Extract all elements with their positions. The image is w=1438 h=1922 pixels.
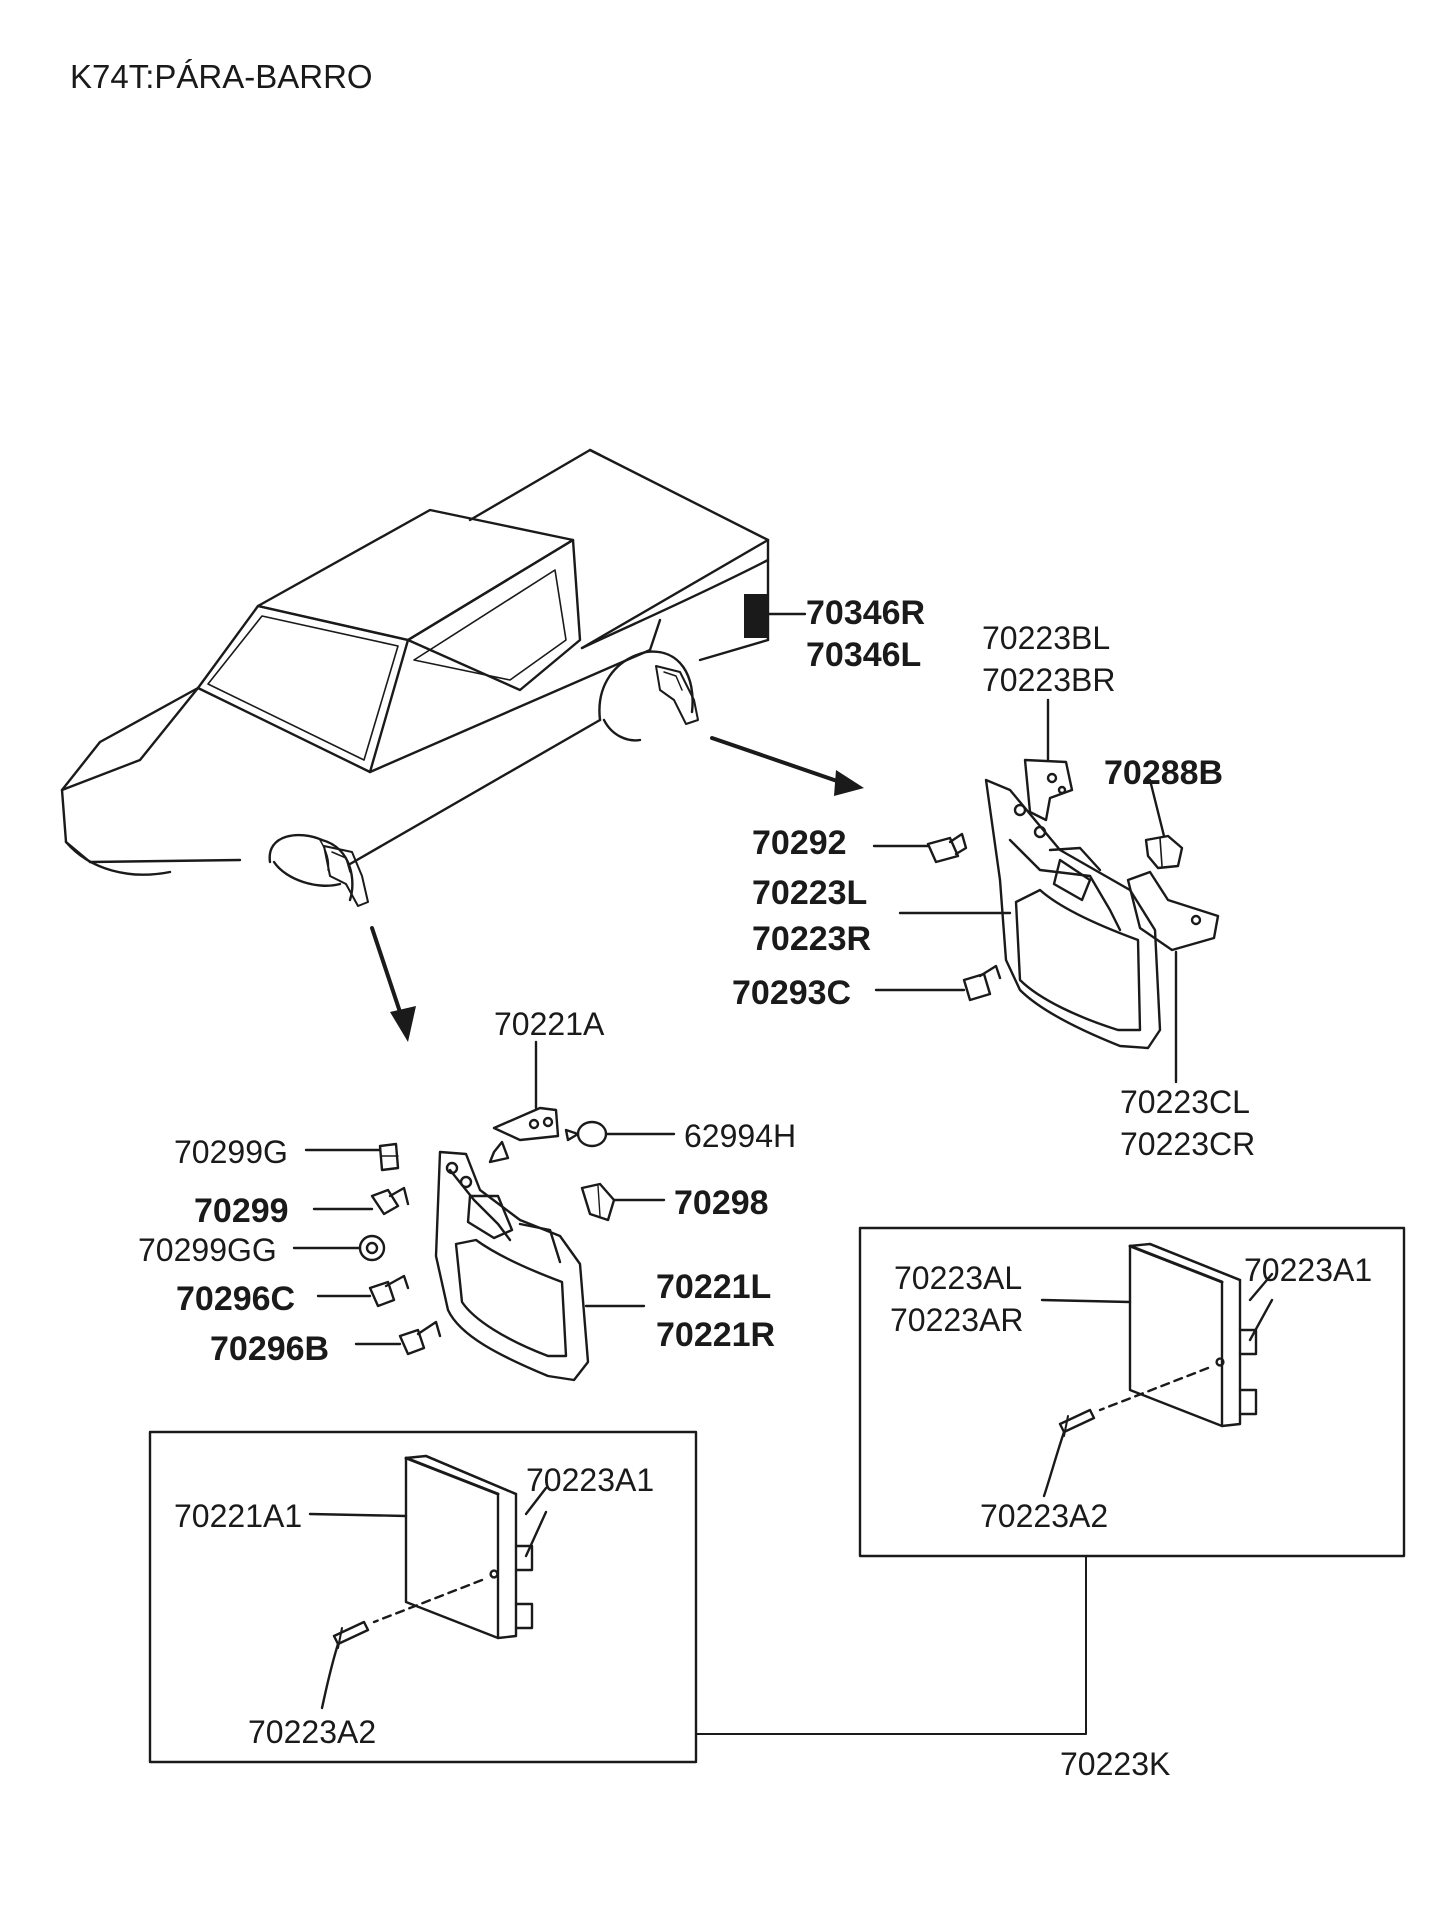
leader-70223A1-right-b [1248, 1298, 1274, 1342]
rear-mud-flap-assembly [926, 758, 1220, 1050]
label-70223A1-right: 70223A1 [1244, 1252, 1373, 1288]
leader-70288B [1148, 778, 1166, 838]
label-70296C: 70296C [176, 1280, 296, 1318]
label-70223AL: 70223AL [894, 1260, 1023, 1296]
label-70299GG: 70299GG [138, 1232, 277, 1268]
leader-70223A1-left-b [524, 1510, 548, 1558]
leader-70223A1-right-a [1248, 1272, 1274, 1302]
label-70221A1: 70221A1 [174, 1498, 303, 1534]
inset-panel-70221A1 [332, 1454, 534, 1649]
pickup-truck-outline [60, 448, 770, 907]
label-70223CR: 70223CR [1120, 1126, 1256, 1162]
label-70346R: 70346R [806, 594, 926, 632]
leader-70223A1-left-a [524, 1486, 548, 1516]
label-70288B: 70288B [1104, 754, 1224, 792]
label-70346L: 70346L [806, 636, 922, 674]
label-70293C: 70293C [732, 974, 852, 1012]
label-70223A2-right: 70223A2 [980, 1498, 1109, 1534]
leader-70223AL [1040, 1298, 1132, 1304]
label-70223BR: 70223BR [982, 662, 1116, 698]
label-70223CL: 70223CL [1120, 1084, 1250, 1120]
leader-70223A2-right [1042, 1430, 1066, 1498]
label-70223BL: 70223BL [982, 620, 1111, 656]
connector-70223K [695, 1555, 1087, 1735]
label-70223A2-left: 70223A2 [248, 1714, 377, 1750]
leader-70221A1 [308, 1512, 408, 1518]
label-70223R: 70223R [752, 920, 872, 958]
label-70221R: 70221R [656, 1316, 776, 1354]
label-62994H: 62994H [684, 1118, 797, 1154]
inset-panel-70223AL [1058, 1242, 1258, 1437]
leader-70223A2-left [320, 1642, 340, 1710]
label-70299G: 70299G [174, 1134, 288, 1170]
label-70221A: 70221A [494, 1006, 605, 1042]
label-70223L: 70223L [752, 874, 868, 912]
inset-box-70221A1 [148, 1430, 698, 1764]
front-mud-flap-assembly [358, 1106, 616, 1382]
label-70223AR: 70223AR [890, 1302, 1024, 1338]
arrow-to-rear-assembly [710, 736, 864, 796]
arrow-to-front-assembly [370, 926, 416, 1042]
inset-box-70223AL [858, 1226, 1406, 1558]
label-70221L: 70221L [656, 1268, 772, 1306]
label-70223K: 70223K [1060, 1746, 1171, 1782]
diagram-title: K74T:PÁRA-BARRO [70, 58, 373, 95]
label-70296B: 70296B [210, 1330, 330, 1368]
label-70292: 70292 [752, 824, 847, 862]
label-70223A1-left: 70223A1 [526, 1462, 655, 1498]
label-70299: 70299 [194, 1192, 289, 1230]
label-70298: 70298 [674, 1184, 769, 1222]
